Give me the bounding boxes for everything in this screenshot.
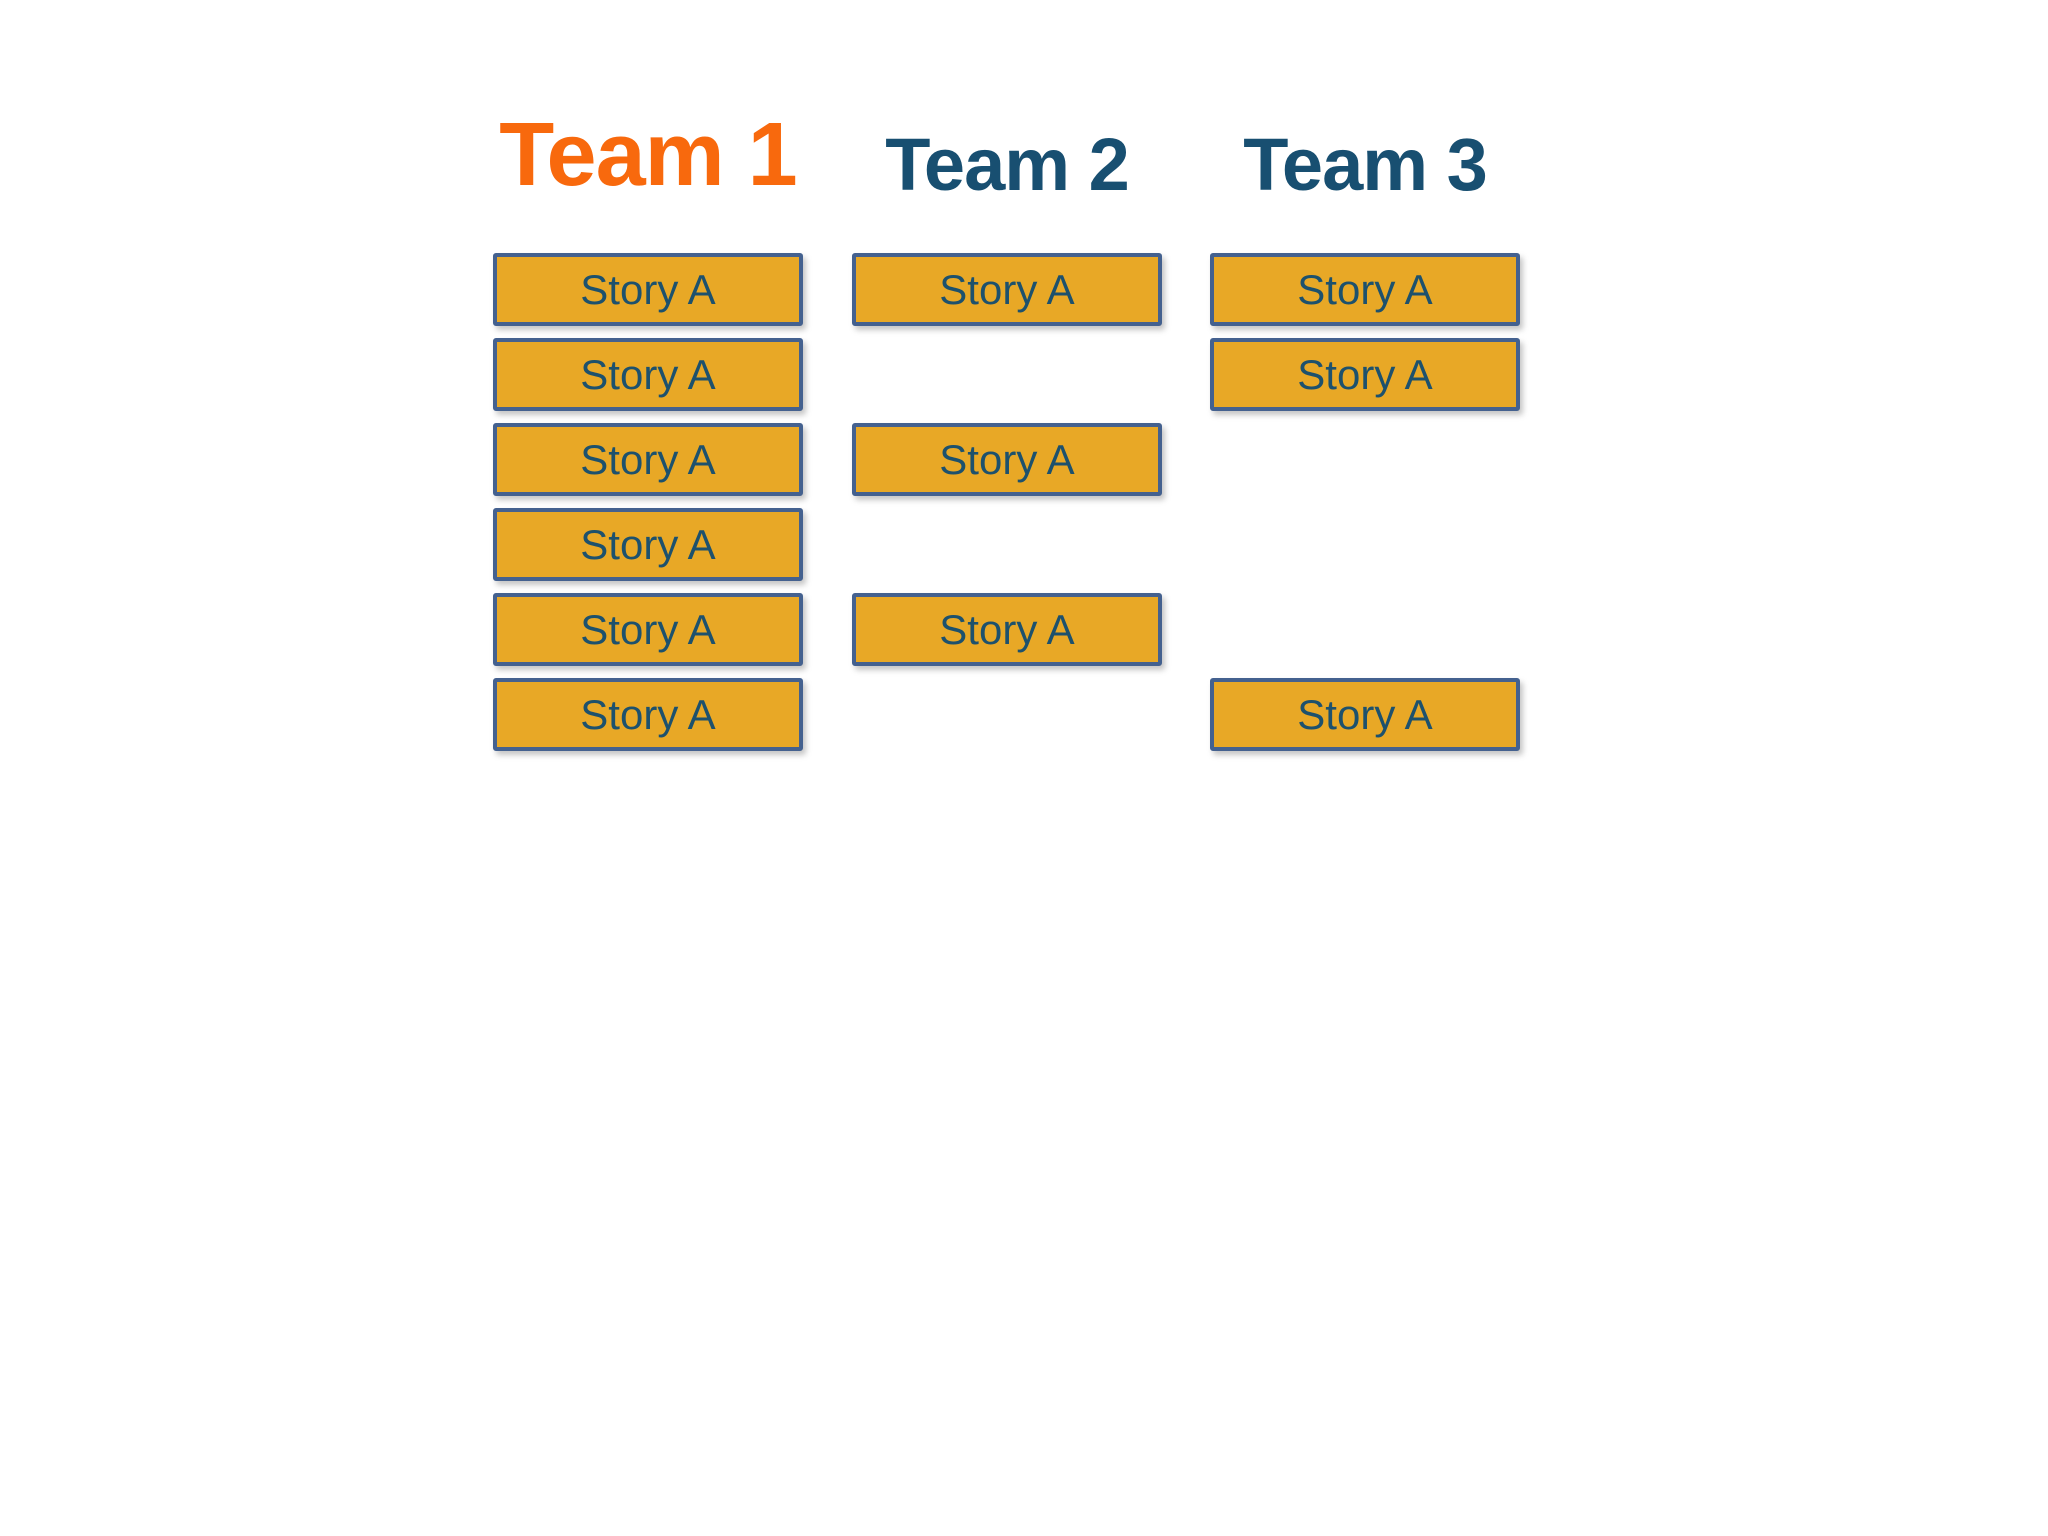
story-card: Story A — [852, 593, 1162, 666]
story-card: Story A — [493, 338, 803, 411]
story-card: Story A — [1210, 253, 1520, 326]
team-2-heading: Team 2 — [885, 123, 1130, 206]
story-card: Story A — [852, 253, 1162, 326]
team-3-heading: Team 3 — [1243, 123, 1488, 206]
story-card: Story A — [493, 423, 803, 496]
story-card: Story A — [1210, 338, 1520, 411]
team-1-heading: Team 1 — [499, 105, 798, 205]
story-card: Story A — [493, 508, 803, 581]
story-card: Story A — [852, 423, 1162, 496]
story-card: Story A — [1210, 678, 1520, 751]
team-column-3: Team 3 Story A Story A Story A — [1210, 0, 1520, 1536]
story-card: Story A — [493, 593, 803, 666]
story-card: Story A — [493, 678, 803, 751]
story-card: Story A — [493, 253, 803, 326]
team-column-2: Team 2 Story A Story A Story A — [852, 0, 1162, 1536]
team-column-1: Team 1 Story A Story A Story A Story A Story… — [493, 0, 803, 1536]
